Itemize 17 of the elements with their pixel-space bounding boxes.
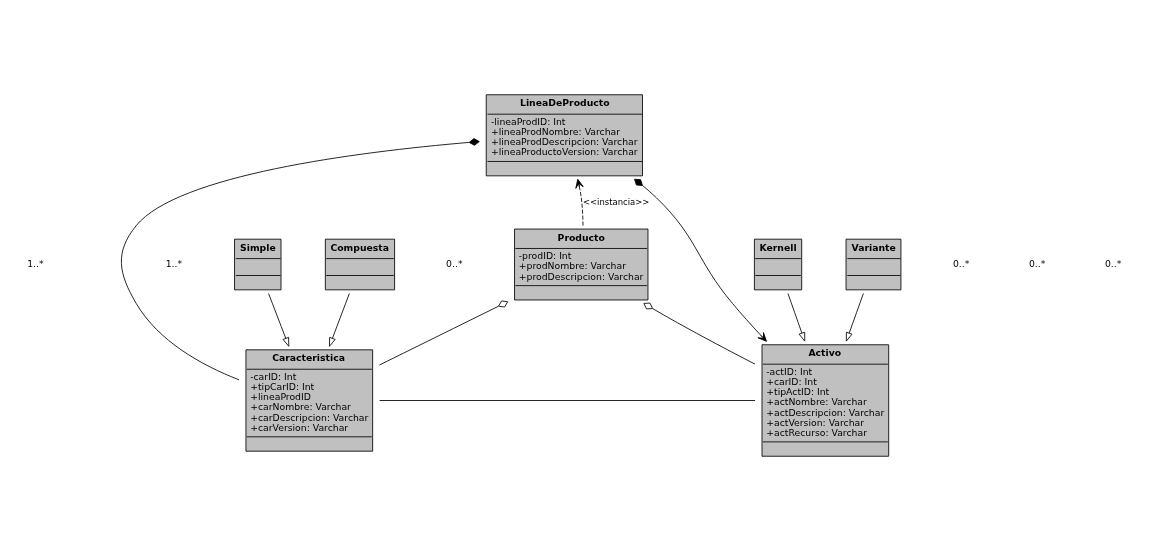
arrow bbox=[575, 178, 584, 226]
edge-label: <<instancia>> bbox=[582, 196, 650, 207]
label: 1..* bbox=[27, 257, 44, 269]
connector bbox=[379, 399, 756, 401]
label: 0..* bbox=[446, 257, 463, 269]
label: 0..* bbox=[952, 257, 970, 269]
connector bbox=[379, 300, 509, 365]
connector bbox=[121, 137, 480, 380]
arrow bbox=[329, 292, 350, 347]
arrow bbox=[268, 292, 290, 347]
label: 0..* bbox=[1028, 257, 1046, 269]
arrow bbox=[634, 178, 767, 342]
label: 1..* bbox=[165, 257, 183, 269]
arrow bbox=[845, 292, 864, 342]
label: 0..* bbox=[1104, 257, 1122, 269]
connector bbox=[643, 302, 756, 365]
arrow bbox=[787, 292, 806, 342]
